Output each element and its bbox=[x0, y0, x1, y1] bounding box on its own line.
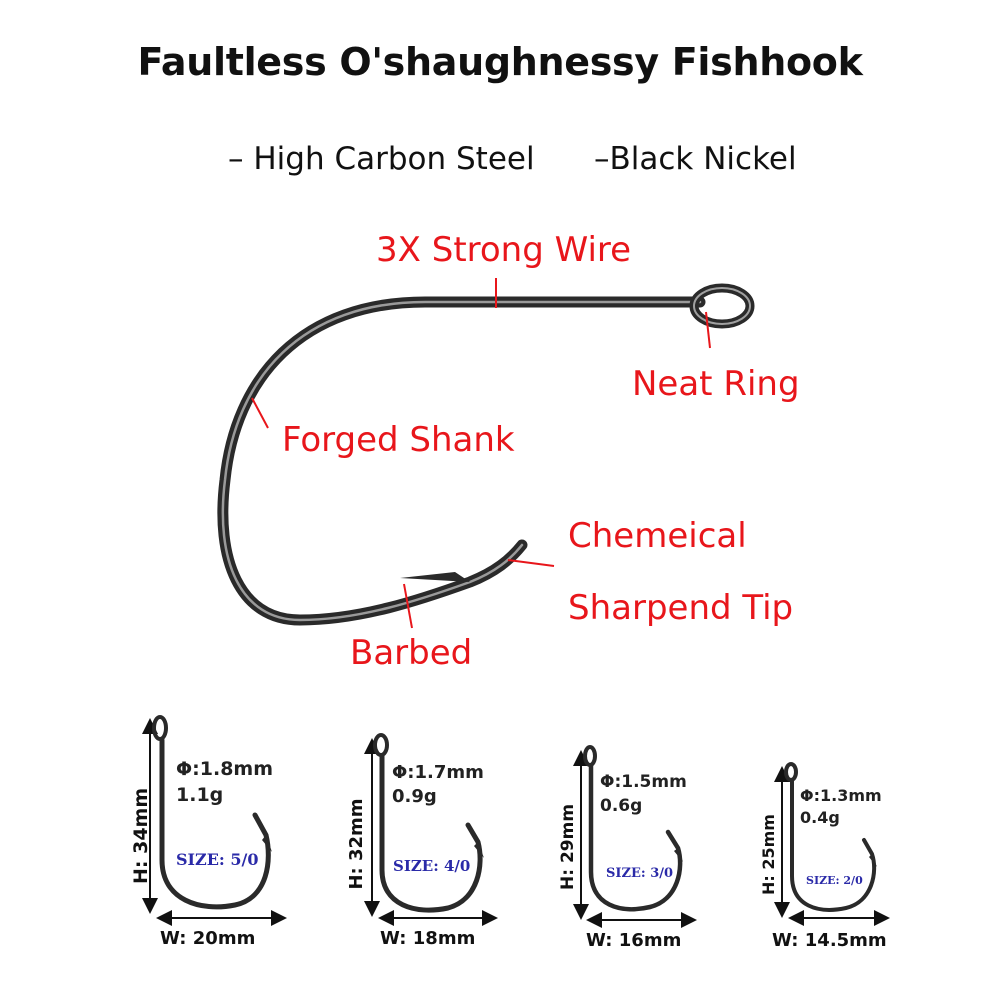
callout-neat-ring: Neat Ring bbox=[632, 364, 800, 404]
size-label-3-0: SIZE: 3/0 bbox=[606, 866, 674, 881]
callout-forged-shank: Forged Shank bbox=[282, 420, 515, 460]
spec-weight-5-0: 1.1g bbox=[176, 784, 224, 806]
spec-diameter-4-0: Φ:1.7mm bbox=[392, 762, 484, 783]
size-label-4-0: SIZE: 4/0 bbox=[393, 857, 471, 875]
height-label-3-0: H: 29mm bbox=[558, 803, 578, 890]
hook-size-2-0 bbox=[774, 762, 890, 926]
spec-weight-2-0: 0.4g bbox=[800, 808, 840, 827]
width-label-4-0: W: 18mm bbox=[380, 928, 476, 949]
height-label-2-0: H: 25mm bbox=[759, 814, 778, 895]
hook-size-5-0 bbox=[142, 715, 287, 926]
hook-size-3-0 bbox=[573, 745, 697, 928]
callout-tip-line2: Sharpend Tip bbox=[568, 588, 794, 628]
spec-diameter-3-0: Φ:1.5mm bbox=[600, 772, 687, 792]
spec-weight-3-0: 0.6g bbox=[600, 796, 643, 816]
width-label-5-0: W: 20mm bbox=[160, 928, 256, 949]
hook-size-4-0 bbox=[364, 733, 498, 926]
page-title: Faultless O'shaughnessy Fishhook bbox=[137, 40, 863, 84]
callout-barbed: Barbed bbox=[350, 633, 473, 673]
callout-leaders bbox=[251, 278, 711, 629]
height-label-4-0: H: 32mm bbox=[346, 798, 367, 890]
size-label-2-0: SIZE: 2/0 bbox=[806, 874, 863, 887]
spec-diameter-2-0: Φ:1.3mm bbox=[800, 786, 882, 805]
spec-diameter-5-0: Φ:1.8mm bbox=[176, 758, 274, 780]
size-label-5-0: SIZE: 5/0 bbox=[176, 850, 259, 869]
callout-strong-wire: 3X Strong Wire bbox=[376, 230, 632, 270]
width-label-2-0: W: 14.5mm bbox=[772, 930, 887, 951]
material-black-nickel: –Black Nickel bbox=[594, 141, 797, 177]
width-label-3-0: W: 16mm bbox=[586, 930, 682, 951]
spec-weight-4-0: 0.9g bbox=[392, 786, 437, 807]
material-high-carbon-steel: – High Carbon Steel bbox=[228, 141, 535, 177]
height-label-5-0: H: 34mm bbox=[130, 787, 152, 884]
hook-body bbox=[217, 283, 755, 626]
barb-shape bbox=[400, 572, 470, 582]
callout-tip-line1: Chemeical bbox=[568, 516, 747, 556]
